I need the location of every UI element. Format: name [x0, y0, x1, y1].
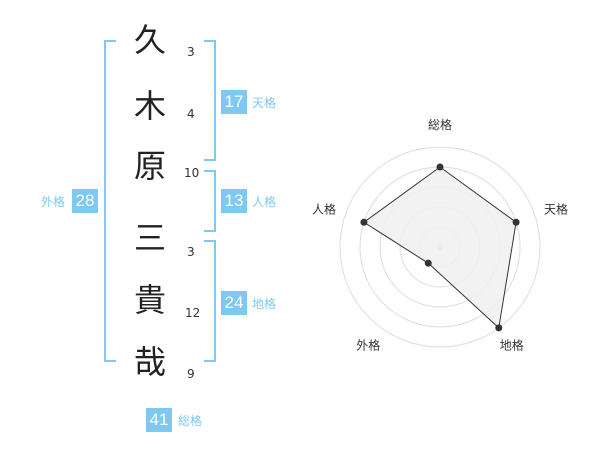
tenkaku-label: 天格	[252, 96, 277, 110]
stroke-count-6: 9	[187, 367, 195, 381]
gaikaku-label: 外格	[41, 195, 66, 209]
radar-axis-label-5: 人格	[312, 201, 336, 216]
stroke-count-2: 4	[187, 107, 195, 121]
tenkaku-bracket	[204, 40, 216, 161]
gaikaku-badge: 28	[72, 189, 98, 213]
radar-area	[363, 166, 517, 329]
jinkaku-bracket	[204, 170, 216, 232]
stroke-count-4: 3	[187, 245, 195, 259]
radar-axis-label-1: 総格	[428, 117, 452, 132]
gaikaku-bracket	[104, 40, 116, 362]
radar-axis-label-3: 地格	[500, 338, 524, 353]
name-char-1: 久	[133, 21, 166, 59]
chikaku-badge: 24	[221, 291, 247, 315]
jinkaku-badge: 13	[221, 189, 247, 213]
name-char-2: 木	[133, 87, 166, 125]
radar-point-2	[512, 218, 520, 226]
radar-axis-label-4: 外格	[356, 338, 380, 353]
name-char-3: 原	[133, 147, 166, 185]
soukaku-label: 総格	[178, 414, 203, 428]
radar-axis-label-2: 天格	[544, 201, 568, 216]
radar-point-1	[436, 163, 444, 171]
chikaku-bracket	[204, 240, 216, 362]
soukaku-badge: 41	[146, 408, 172, 432]
name-char-4: 三	[133, 219, 166, 257]
name-char-6: 哉	[133, 343, 166, 381]
radar-point-5	[360, 218, 368, 226]
jinkaku-label: 人格	[252, 195, 277, 209]
radar-point-3	[495, 324, 503, 332]
stroke-count-3: 10	[184, 166, 200, 180]
tenkaku-badge: 17	[221, 90, 247, 114]
chikaku-label: 地格	[252, 297, 277, 311]
stroke-count-5: 12	[185, 306, 201, 320]
name-char-5: 貴	[133, 281, 166, 319]
radar-point-4	[424, 259, 432, 267]
stroke-count-1: 3	[187, 45, 195, 59]
